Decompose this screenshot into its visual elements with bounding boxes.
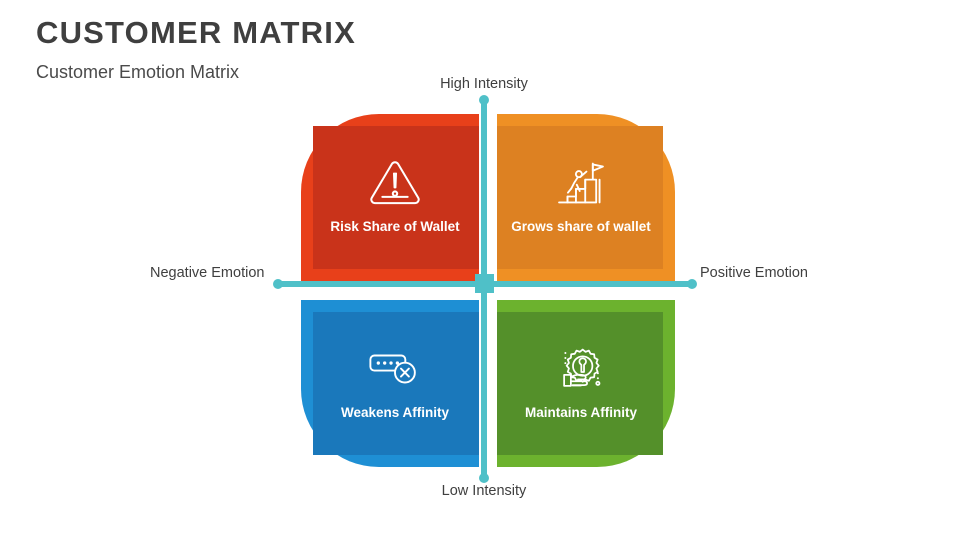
page-title: CUSTOMER MATRIX	[36, 15, 356, 50]
quadrant-label: Grows share of wallet	[511, 219, 651, 235]
quadrant-weakens-affinity[interactable]: Weakens Affinity	[301, 300, 479, 467]
axis-endpoint-dot-left	[273, 279, 283, 289]
quadrant-inner-panel	[313, 312, 479, 455]
warning-triangle-icon	[370, 161, 420, 205]
header: CUSTOMER MATRIX Customer Emotion Matrix	[36, 15, 556, 84]
axis-endpoint-dot-bottom	[479, 473, 489, 483]
quadrant-content: Grows share of wallet	[497, 114, 675, 281]
quadrant-content: Maintains Affinity	[497, 300, 675, 467]
page-subtitle: Customer Emotion Matrix	[36, 62, 240, 83]
person-climbing-stairs-flag-icon	[558, 163, 604, 204]
quadrant-risk-share-of-wallet[interactable]: Risk Share of Wallet	[301, 114, 479, 281]
quadrant-inner-panel	[497, 126, 663, 269]
hand-gear-wrench-icon	[563, 349, 601, 388]
quadrant-inner-panel	[497, 312, 663, 455]
axis-label-high-intensity: High Intensity	[440, 76, 528, 92]
axis-label-positive-emotion: Positive Emotion	[700, 265, 808, 281]
quadrant-label: Maintains Affinity	[524, 405, 637, 421]
axis-endpoint-dot-top	[479, 95, 489, 105]
password-field-error-icon	[369, 355, 416, 384]
quadrant-label: Weakens Affinity	[340, 405, 450, 421]
quadrant-content: Risk Share of Wallet	[301, 114, 479, 281]
quadrant-content: Weakens Affinity	[301, 300, 479, 467]
axis-label-low-intensity: Low Intensity	[441, 483, 527, 499]
axis-center-marker	[475, 274, 494, 293]
axis-label-negative-emotion: Negative Emotion	[150, 265, 265, 281]
quadrant-maintains-affinity[interactable]: Maintains Affinity	[497, 300, 675, 467]
quadrant-grows-share-of-wallet[interactable]: Grows share of wallet	[497, 114, 675, 281]
quadrant-label: Risk Share of Wallet	[330, 219, 460, 235]
axis-endpoint-dot-right	[687, 279, 697, 289]
